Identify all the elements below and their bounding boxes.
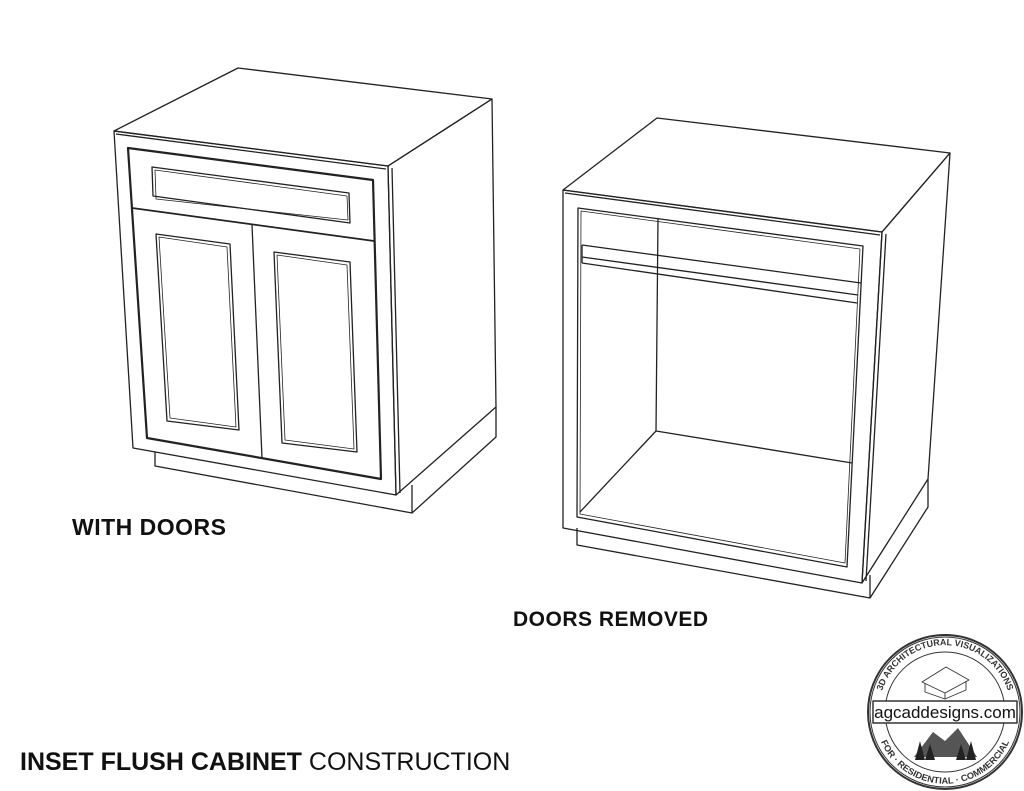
- title-bold: INSET FLUSH CABINET: [20, 748, 302, 776]
- drawer-rail: [131, 207, 375, 242]
- cabinet-right-side: [387, 98, 497, 496]
- svg-text:3D ARCHITECTURAL VISUALIZATION: 3D ARCHITECTURAL VISUALIZATIONS: [875, 637, 1016, 692]
- agcaddesigns-logo: 3D ARCHITECTURAL VISUALIZATIONS FOR · RE…: [867, 634, 1023, 790]
- open-frame: [576, 207, 864, 568]
- title-regular: CONSTRUCTION: [301, 748, 511, 776]
- mountain-trees-icon: [914, 728, 977, 760]
- toe-kick: [154, 452, 413, 514]
- cabinet-top: [113, 67, 493, 167]
- toe-kick: [576, 528, 871, 599]
- logo-top-text: 3D ARCHITECTURAL VISUALIZATIONS: [875, 637, 1016, 692]
- doors-removed-label: DOORS REMOVED: [513, 608, 709, 631]
- with-doors-label: WITH DOORS: [72, 514, 227, 540]
- face-frame: [562, 189, 883, 584]
- left-door-panel: [155, 233, 240, 431]
- house-icon: [921, 666, 970, 700]
- interior-back-corner: [655, 217, 659, 432]
- door-divider: [251, 224, 263, 459]
- drawer-panel: [151, 166, 351, 224]
- cabinet-with-doors: [113, 67, 497, 514]
- logo-name: agcaddesigns.com: [874, 703, 1016, 722]
- drawer-rail: [581, 244, 862, 284]
- cabinet-doors-removed: [562, 117, 951, 599]
- page-title: INSET FLUSH CABINET CONSTRUCTION: [20, 748, 510, 777]
- inset-frame-opening: [126, 146, 383, 481]
- cabinet-right-side: [861, 152, 951, 584]
- face-frame: [113, 130, 397, 496]
- right-door-panel: [273, 251, 358, 453]
